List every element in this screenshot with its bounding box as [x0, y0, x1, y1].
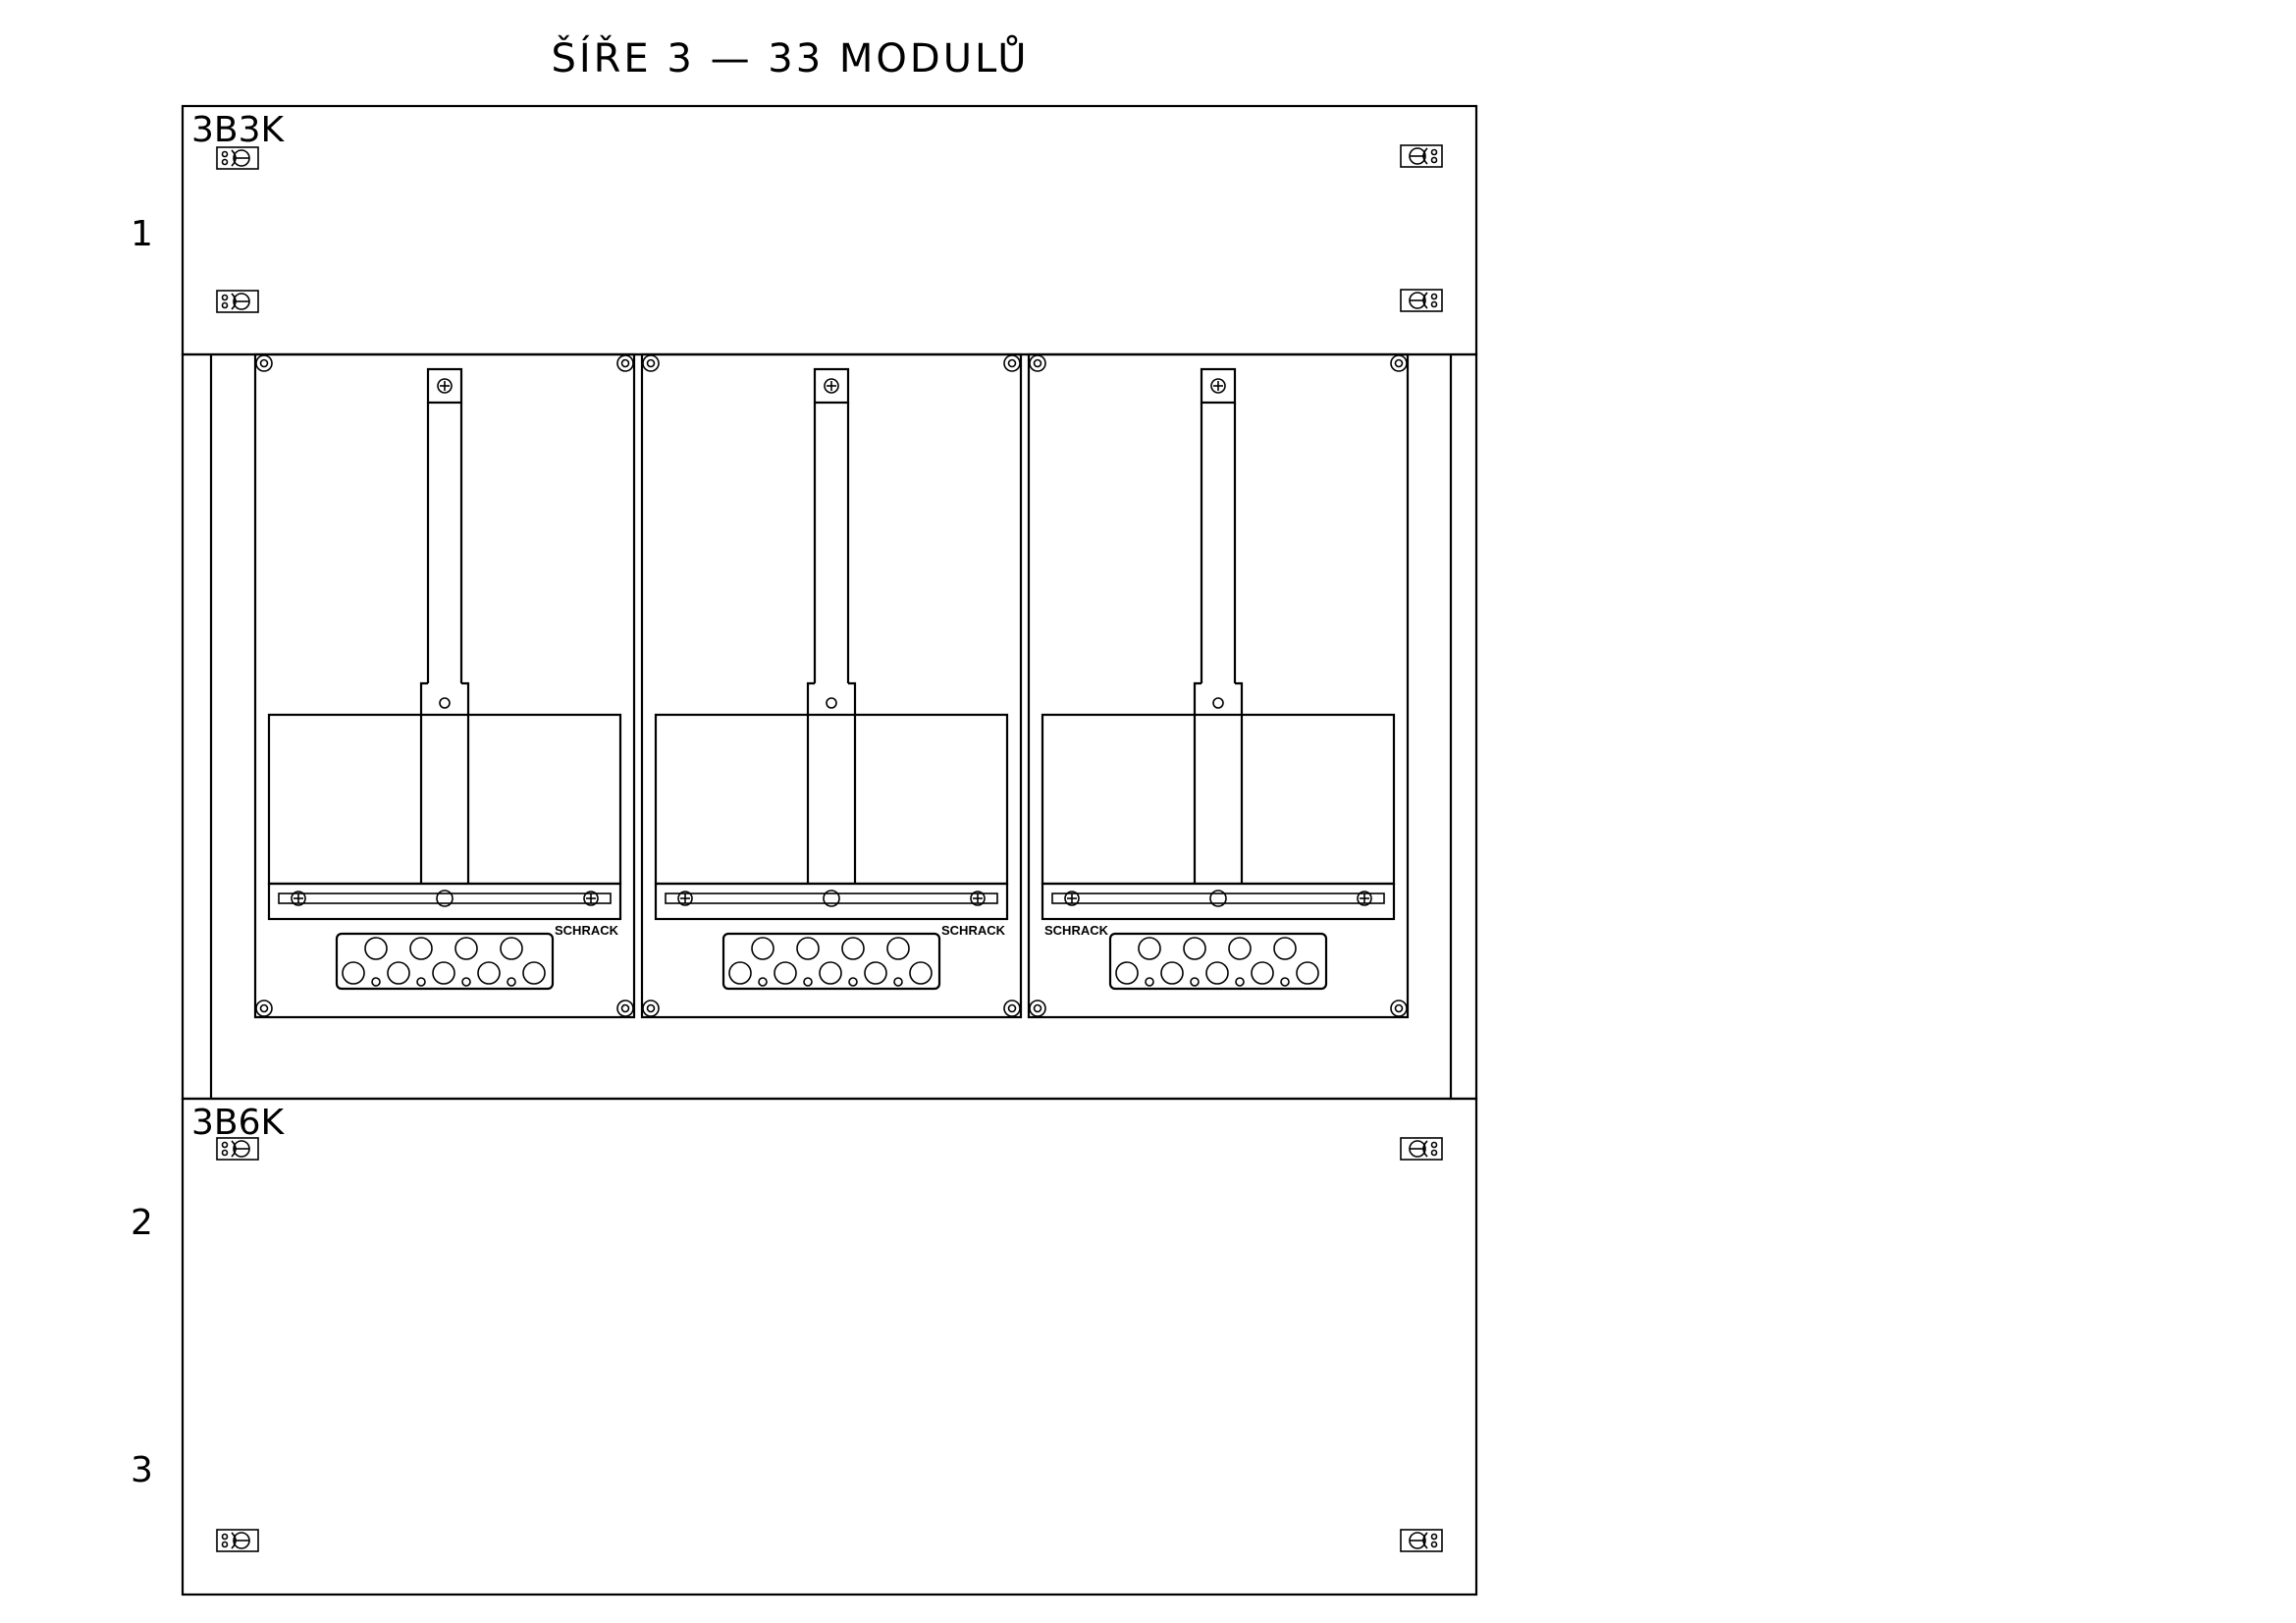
din-rail: [267, 882, 622, 921]
panel-label-bottom: 3B6K: [191, 1103, 286, 1143]
din-rail: [1041, 882, 1396, 921]
meter-hanger-strap: [419, 367, 470, 884]
row-number-1: 1: [131, 214, 153, 254]
latch-icon: [216, 1137, 259, 1161]
meter-hanger-strap: [806, 367, 857, 884]
row-number-2: 2: [131, 1203, 153, 1243]
latch-icon: [1400, 1529, 1443, 1552]
meter-hanger-strap: [1193, 367, 1244, 884]
drawing-title: ŠÍŘE 3 — 33 MODULŮ: [551, 34, 1029, 81]
brand-label: SCHRACK: [555, 923, 619, 938]
corner-screw-icon: [1390, 1000, 1408, 1017]
panel-label-top: 3B3K: [191, 110, 286, 150]
terminal-cover: [267, 713, 622, 886]
top-cover-panel: 3B3K: [181, 104, 1478, 356]
din-rail: [654, 882, 1009, 921]
cable-gland-plate: [1108, 932, 1328, 991]
corner-screw-icon: [616, 354, 634, 372]
corner-screw-icon: [1390, 354, 1408, 372]
meter-unit: SCHRACK: [640, 352, 1023, 1019]
latch-icon: [1400, 289, 1443, 312]
meter-unit: SCHRACK: [1027, 352, 1410, 1019]
brand-label: SCHRACK: [1044, 923, 1109, 938]
bottom-cover-panel: 3B6K: [181, 1097, 1478, 1596]
corner-screw-icon: [1003, 1000, 1021, 1017]
meter-unit: SCHRACK: [253, 352, 636, 1019]
latch-icon: [216, 290, 259, 313]
latch-icon: [216, 146, 259, 170]
cable-gland-plate: [335, 932, 555, 991]
latch-icon: [1400, 1137, 1443, 1161]
meter-section: SCHRACK SCHRACK SCHRACK: [181, 352, 1478, 1101]
corner-screw-icon: [1003, 354, 1021, 372]
corner-screw-icon: [1029, 354, 1046, 372]
corner-screw-icon: [616, 1000, 634, 1017]
terminal-cover: [654, 713, 1009, 886]
corner-screw-icon: [642, 1000, 660, 1017]
terminal-cover: [1041, 713, 1396, 886]
corner-screw-icon: [642, 354, 660, 372]
brand-label: SCHRACK: [941, 923, 1006, 938]
latch-icon: [1400, 144, 1443, 168]
cable-gland-plate: [721, 932, 941, 991]
latch-icon: [216, 1529, 259, 1552]
corner-screw-icon: [255, 1000, 273, 1017]
row-number-3: 3: [131, 1450, 153, 1490]
corner-screw-icon: [255, 354, 273, 372]
corner-screw-icon: [1029, 1000, 1046, 1017]
